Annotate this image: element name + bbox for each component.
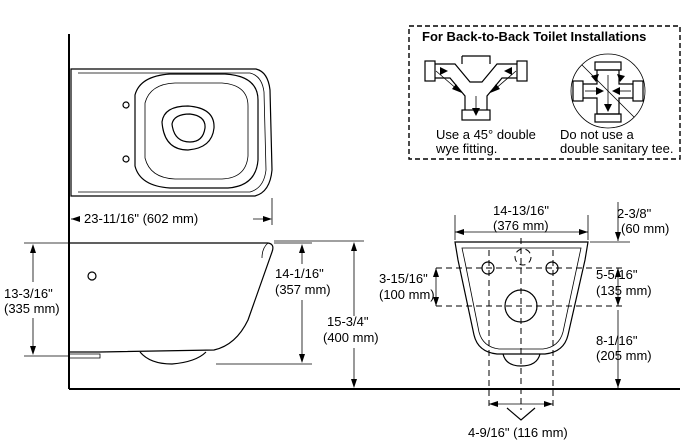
rim-height-dimension: 14-1/16" (357 mm) (216, 242, 331, 365)
side-view-outline (70, 242, 274, 353)
double-wye-fitting-icon (424, 55, 528, 121)
inset-right-caption-line2: double sanitary tee. (560, 141, 673, 156)
bolt-height-label-line2: (100 mm) (379, 287, 435, 302)
bolt-height-dimension: 3-15/16" (100 mm) (379, 268, 439, 306)
inlet-height-dimension: 5-5/16" (135 mm) (596, 267, 652, 306)
front-view-upper-inlet (514, 248, 532, 266)
top-view-inner-line (78, 72, 267, 193)
top-view-bolt-lower (122, 155, 130, 163)
inlet-height-label-line1: 5-5/16" (596, 267, 638, 282)
top-view-bowl-inner (144, 82, 249, 180)
front-width-dimension: 14-13/16" (376 mm) (454, 203, 589, 240)
overall-height-dimension: 15-3/4" (400 mm) (274, 240, 379, 388)
inset-left-caption-line1: Use a 45° double (436, 127, 536, 142)
front-view-base (502, 353, 541, 367)
back-to-back-inset: For Back-to-Back Toilet Installations Us… (408, 25, 681, 160)
overall-height-label-line1: 15-3/4" (327, 314, 369, 329)
top-offset-label-line1: 2-3/8" (617, 206, 652, 221)
overall-height-label-line2: (400 mm) (323, 330, 379, 345)
front-width-label-line2: (376 mm) (493, 218, 549, 233)
inlet-height-label-line2: (135 mm) (596, 283, 652, 298)
side-view-bolt-hole (87, 271, 97, 281)
inset-title: For Back-to-Back Toilet Installations (422, 29, 646, 44)
top-view (70, 68, 273, 197)
width-dimension: 23-11/16" (602 mm) (71, 198, 273, 226)
side-view-bracket (70, 353, 101, 359)
rim-height-label-line1: 14-1/16" (275, 266, 324, 281)
side-view-rim-lip (261, 242, 269, 259)
bolt-height-label-line1: 3-15/16" (379, 271, 428, 286)
top-offset-label-line2: (60 mm) (621, 221, 669, 236)
side-view-base (139, 351, 207, 365)
double-sanitary-tee-icon (570, 53, 646, 129)
inset-left-caption-line2: wye fitting. (435, 141, 497, 156)
front-view-centerlines (436, 238, 624, 410)
body-height-label-line1: 13-3/16" (4, 286, 53, 301)
outlet-height-label-line1: 8-1/16" (596, 333, 638, 348)
top-offset-dimension: 2-3/8" (60 mm) (590, 202, 669, 243)
top-view-bowl-rim (134, 73, 259, 189)
top-view-bolt-upper (122, 101, 130, 109)
side-view (70, 242, 274, 365)
inset-border (408, 25, 681, 160)
top-view-outline (70, 68, 273, 197)
width-label: 23-11/16" (602 mm) (84, 211, 198, 226)
outlet-height-dimension: 8-1/16" (205 mm) (596, 310, 652, 388)
outlet-height-label-line2: (205 mm) (596, 348, 652, 363)
body-height-label-line2: (335 mm) (4, 301, 60, 316)
top-view-drain-inner (171, 113, 206, 143)
front-view-inner (461, 247, 582, 350)
front-width-label-line1: 14-13/16" (493, 203, 549, 218)
top-view-drain-outer (161, 105, 215, 151)
front-view-outline (454, 241, 589, 355)
inset-right-caption-line1: Do not use a (560, 127, 634, 142)
body-height-dimension: 13-3/16" (335 mm) (4, 242, 68, 357)
rim-height-label-line2: (357 mm) (275, 282, 331, 297)
outlet-spacing-label: 4-9/16" (116 mm) (468, 425, 568, 440)
outlet-spacing-dimension: 4-9/16" (116 mm) (468, 401, 568, 440)
